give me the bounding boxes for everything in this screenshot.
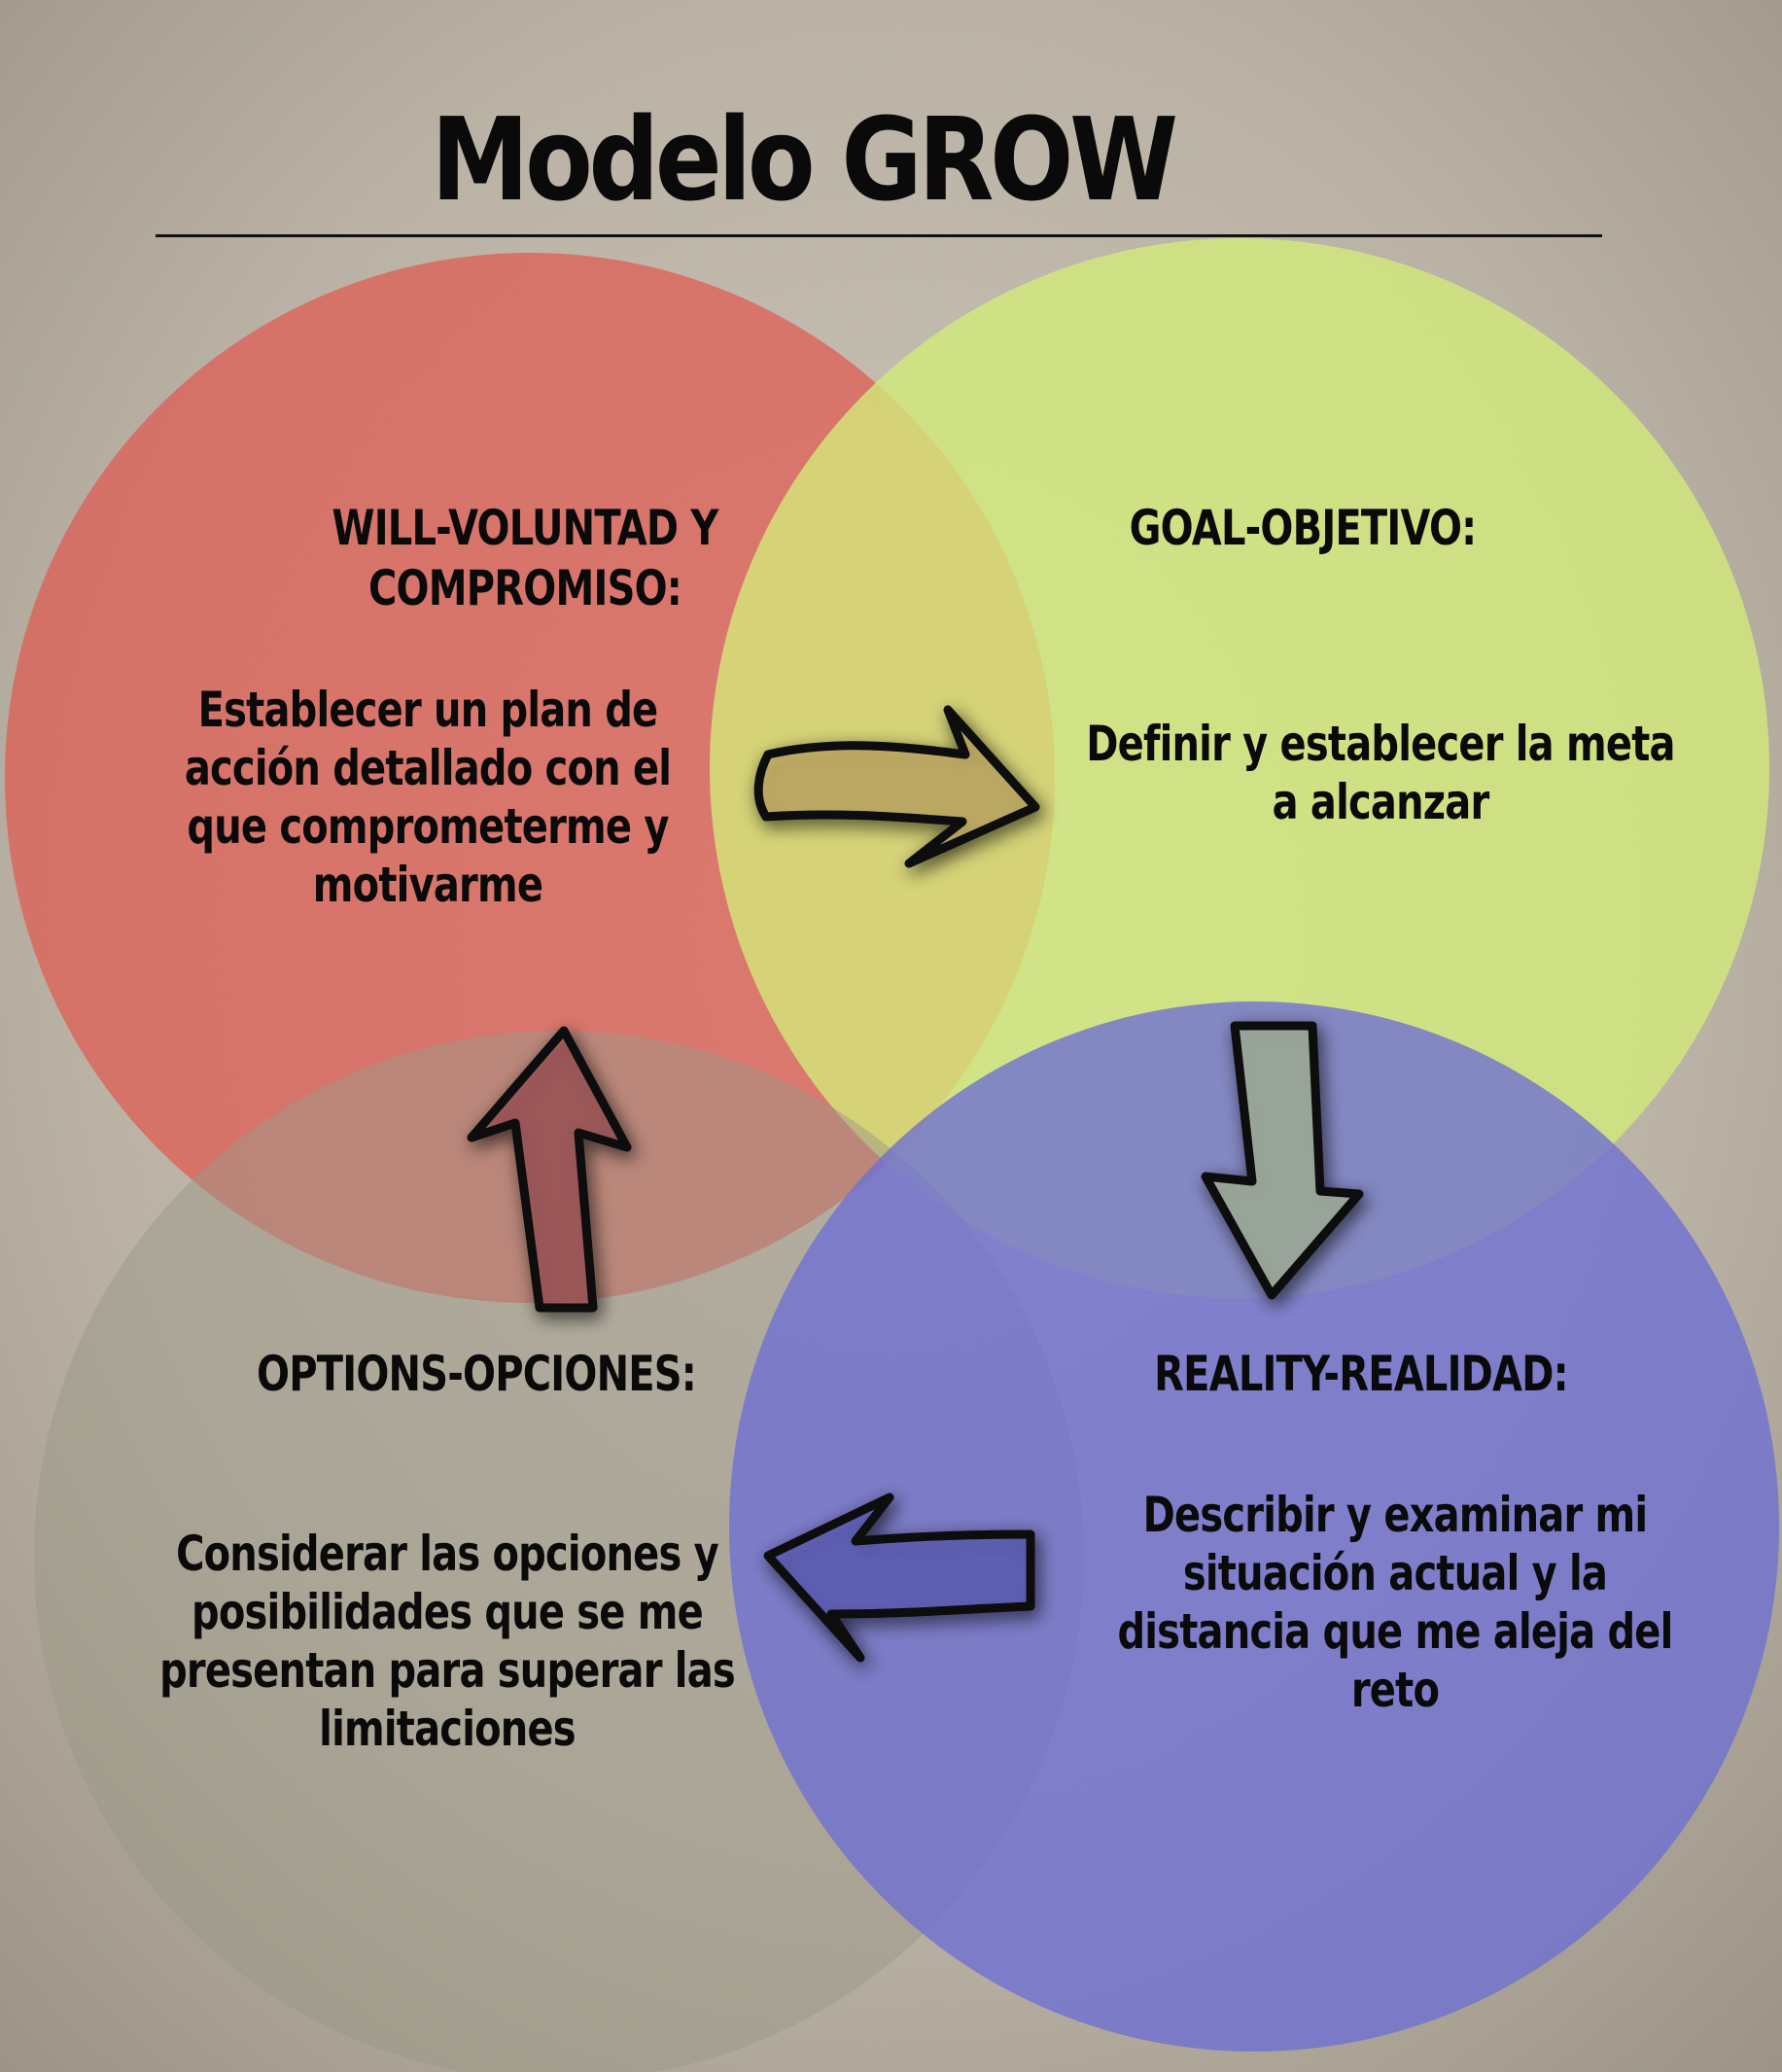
- options-description-line: posibilidades que se me: [192, 1584, 704, 1640]
- reality-description-line: distancia que me aleja del: [1117, 1603, 1673, 1660]
- will-heading-line: WILL-VOLUNTAD Y: [332, 500, 718, 556]
- goal-description-line: a alcanzar: [1272, 774, 1490, 830]
- options-heading: OPTIONS-OPCIONES:: [251, 1344, 702, 1404]
- will-description-line: acción detallado con el: [184, 740, 672, 796]
- options-description-line: Considerar las opciones y: [176, 1526, 719, 1582]
- arrow-right-icon: [753, 705, 1040, 868]
- will-heading: WILL-VOLUNTAD Y COMPROMISO:: [323, 498, 727, 618]
- will-description: Establecer un plan de acción detallado c…: [156, 681, 700, 914]
- goal-description-line: Definir y establecer la meta: [1086, 716, 1675, 772]
- arrow-up-icon: [467, 1026, 632, 1313]
- goal-description: Definir y establecer la meta a alcanzar: [1069, 715, 1692, 831]
- reality-heading: REALITY-REALIDAD:: [1136, 1344, 1587, 1404]
- title-divider: [156, 234, 1602, 237]
- goal-heading-line: GOAL-OBJETIVO:: [1129, 500, 1478, 556]
- reality-description-line: situación actual y la: [1182, 1545, 1608, 1601]
- options-description-line: limitaciones: [319, 1701, 576, 1757]
- will-heading-line: COMPROMISO:: [368, 560, 682, 616]
- reality-description-line: reto: [1350, 1662, 1440, 1718]
- reality-heading-line: REALITY-REALIDAD:: [1154, 1346, 1568, 1402]
- will-description-line: motivarme: [312, 857, 543, 913]
- goal-circle: [710, 238, 1769, 1298]
- will-description-line: que comprometerme y: [187, 798, 669, 855]
- options-description-line: presentan para superar las: [159, 1642, 736, 1699]
- arrow-left-icon: [763, 1493, 1035, 1663]
- options-description: Considerar las opciones y posibilidades …: [136, 1525, 758, 1758]
- reality-description: Describir y examinar mi situación actual…: [1084, 1486, 1706, 1719]
- options-heading-line: OPTIONS-OPCIONES:: [257, 1346, 697, 1402]
- arrow-down-icon: [1201, 1021, 1364, 1300]
- will-description-line: Establecer un plan de: [197, 682, 659, 738]
- goal-heading: GOAL-OBJETIVO:: [1116, 498, 1489, 558]
- reality-description-line: Describir y examinar mi: [1142, 1487, 1649, 1543]
- page-title: Modelo GROW: [431, 92, 1178, 227]
- reality-circle: [729, 1001, 1779, 2052]
